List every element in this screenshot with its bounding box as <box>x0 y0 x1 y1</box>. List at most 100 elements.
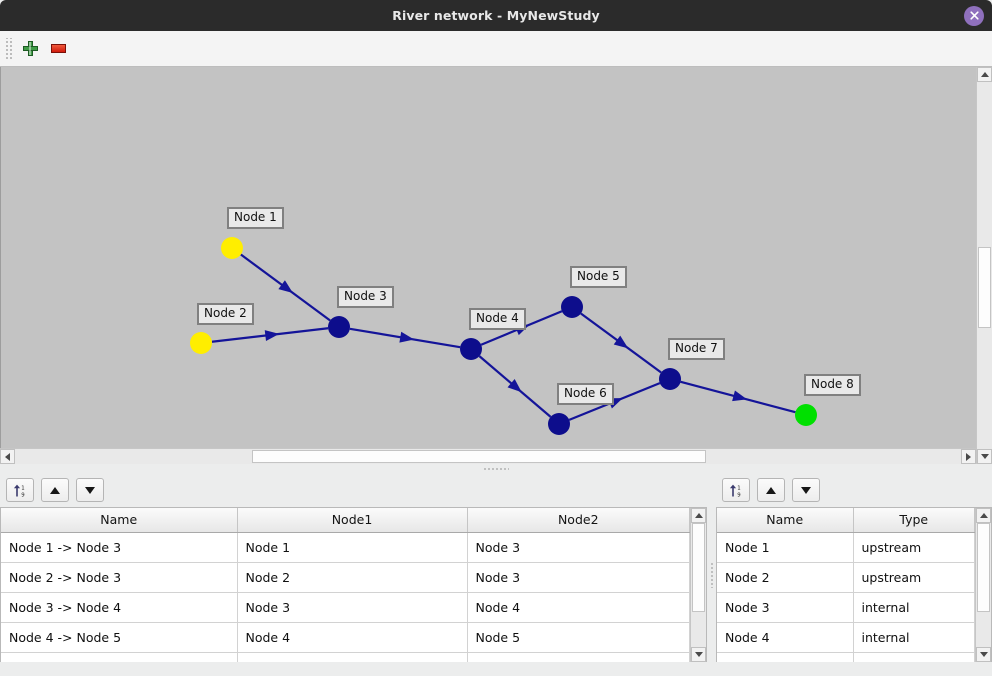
node-label-node2[interactable]: Node 2 <box>197 303 254 325</box>
node-cell[interactable]: Node 3 <box>717 592 854 623</box>
toolbar-drag-handle[interactable] <box>4 37 13 60</box>
canvas-horizontal-scrollbar[interactable] <box>0 448 976 464</box>
branch-cell[interactable]: Node 3 <box>467 562 690 593</box>
table-row[interactable] <box>1 652 690 662</box>
edge-arrowhead <box>732 390 748 402</box>
branch-cell[interactable]: Node 4 -> Node 5 <box>1 622 238 653</box>
node-cell[interactable]: internal <box>853 592 975 623</box>
canvas-vscroll-thumb[interactable] <box>978 247 991 328</box>
branch-table-vertical-scrollbar[interactable] <box>690 508 706 662</box>
scroll-down-button[interactable] <box>977 449 992 464</box>
canvas-hscroll-track[interactable] <box>15 449 961 464</box>
node-cell[interactable]: upstream <box>853 532 975 563</box>
node-cell[interactable]: Node 2 <box>717 562 854 593</box>
graph-node-node5[interactable] <box>561 296 583 318</box>
close-icon[interactable] <box>964 5 984 26</box>
branch-sort-button[interactable]: 1 9 <box>6 478 34 502</box>
branch-scroll-down-button[interactable] <box>691 647 706 662</box>
canvas-hscroll-thumb[interactable] <box>251 450 706 463</box>
node-label-node7[interactable]: Node 7 <box>668 338 725 360</box>
node-cell[interactable]: internal <box>853 622 975 653</box>
branch-vscroll-thumb[interactable] <box>692 523 705 613</box>
branch-cell[interactable]: Node 2 -> Node 3 <box>1 562 238 593</box>
node-cell[interactable]: Node 1 <box>717 532 854 563</box>
sort-ascending-icon: 1 9 <box>13 484 25 498</box>
canvas-vertical-scrollbar[interactable] <box>976 67 992 464</box>
main-toolbar <box>0 31 992 67</box>
remove-node-button[interactable] <box>44 35 72 63</box>
node-label-node6[interactable]: Node 6 <box>557 383 614 405</box>
triangle-down-icon <box>85 486 95 494</box>
node-label-node5[interactable]: Node 5 <box>570 266 627 288</box>
node-column-header[interactable]: Type <box>853 508 975 533</box>
table-row[interactable] <box>717 652 975 662</box>
graph-node-node8[interactable] <box>795 404 817 426</box>
branch-cell[interactable]: Node 1 -> Node 3 <box>1 532 238 563</box>
node-table-vertical-scrollbar[interactable] <box>975 508 991 662</box>
add-node-button[interactable] <box>16 35 44 63</box>
node-cell[interactable] <box>717 652 854 662</box>
branch-cell[interactable] <box>467 652 690 662</box>
node-label-node3[interactable]: Node 3 <box>337 286 394 308</box>
node-label-node8[interactable]: Node 8 <box>804 374 861 396</box>
branch-cell[interactable]: Node 3 -> Node 4 <box>1 592 238 623</box>
node-vscroll-thumb[interactable] <box>977 523 990 613</box>
branch-column-header[interactable]: Name <box>1 508 238 533</box>
branch-move-down-button[interactable] <box>76 478 104 502</box>
node-cell[interactable] <box>853 652 975 662</box>
node-label-node4[interactable]: Node 4 <box>469 308 526 330</box>
node-scroll-up-button[interactable] <box>976 508 991 523</box>
scroll-left-button[interactable] <box>0 449 15 464</box>
node-scroll-down-button[interactable] <box>976 647 991 662</box>
graph-node-node6[interactable] <box>548 413 570 435</box>
network-canvas[interactable]: Node 1 Node 2 Node 3 Node 4 Node 5 Node 6 Node… <box>0 67 976 448</box>
branch-cell[interactable]: Node 4 <box>237 622 468 653</box>
node-move-down-button[interactable] <box>792 478 820 502</box>
node-move-up-button[interactable] <box>757 478 785 502</box>
diagram-column: Node 1 Node 2 Node 3 Node 4 Node 5 Node 6 Node… <box>0 67 976 464</box>
branch-cell[interactable]: Node 2 <box>237 562 468 593</box>
vertical-splitter[interactable] <box>707 473 716 676</box>
branch-cell[interactable]: Node 1 <box>237 532 468 563</box>
node-sort-button[interactable]: 1 9 <box>722 478 750 502</box>
horizontal-splitter[interactable] <box>0 464 992 473</box>
branch-column-header[interactable]: Node1 <box>237 508 468 533</box>
graph-node-node2[interactable] <box>190 332 212 354</box>
node-column-header[interactable]: Name <box>717 508 854 533</box>
branch-cell[interactable]: Node 5 <box>467 622 690 653</box>
canvas-vscroll-track[interactable] <box>977 82 992 449</box>
scroll-up-button[interactable] <box>977 67 992 82</box>
branch-cell[interactable]: Node 3 <box>237 592 468 623</box>
graph-node-node3[interactable] <box>328 316 350 338</box>
node-cell[interactable]: Node 4 <box>717 622 854 653</box>
node-vscroll-track[interactable] <box>976 523 991 647</box>
branch-vscroll-track[interactable] <box>691 523 706 647</box>
graph-node-node7[interactable] <box>659 368 681 390</box>
scroll-right-button[interactable] <box>961 449 976 464</box>
branch-cell[interactable] <box>1 652 238 662</box>
node-cell[interactable]: upstream <box>853 562 975 593</box>
edge-arrowhead <box>278 280 293 293</box>
branch-move-up-button[interactable] <box>41 478 69 502</box>
branch-cell[interactable]: Node 4 <box>467 592 690 623</box>
graph-node-node1[interactable] <box>221 237 243 259</box>
branch-column-header[interactable]: Node2 <box>467 508 690 533</box>
branch-cell[interactable] <box>237 652 468 662</box>
graph-node-node4[interactable] <box>460 338 482 360</box>
branch-scroll-up-button[interactable] <box>691 508 706 523</box>
branch-cell[interactable]: Node 3 <box>467 532 690 563</box>
node-label-node1[interactable]: Node 1 <box>227 207 284 229</box>
